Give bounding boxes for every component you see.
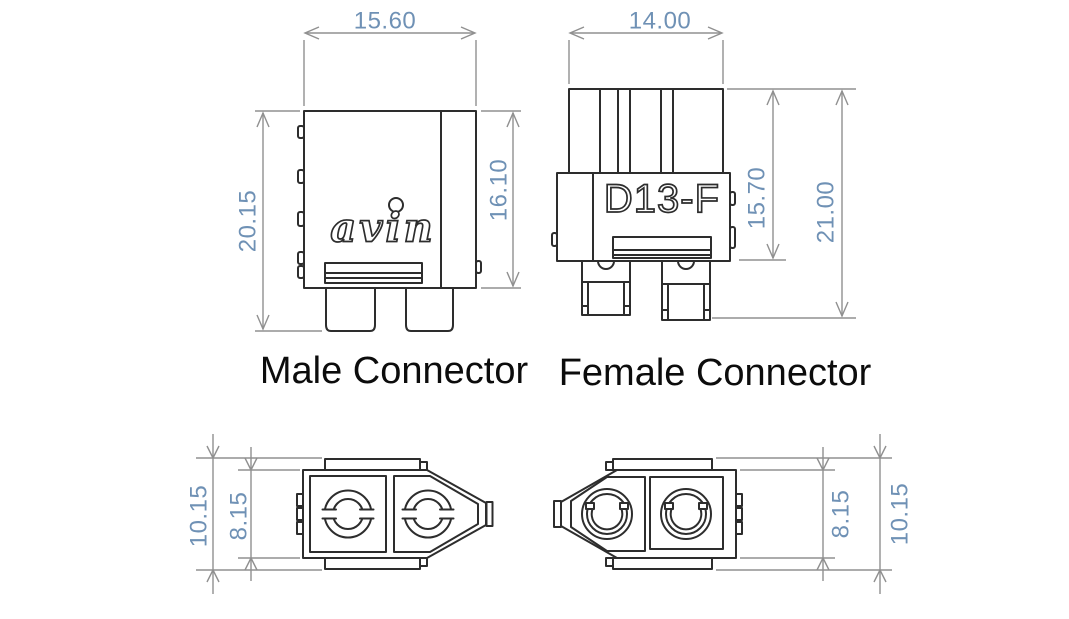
dim-female-height-body-value: 15.70 xyxy=(744,167,771,230)
male-front-body xyxy=(297,110,482,289)
dim-female-width-value: 14.00 xyxy=(629,8,692,35)
female-front-body xyxy=(551,172,736,262)
dim-female-width-lines xyxy=(568,26,724,84)
dim-female-bottom-overall-value: 10.15 xyxy=(887,483,914,546)
dim-male-height-body-lines xyxy=(481,110,521,289)
male-bottom-body xyxy=(296,458,494,570)
dim-male-bottom-body-lines xyxy=(238,447,300,581)
female-slot xyxy=(612,236,712,259)
female-front-view: 14.00 15.70 21.00 xyxy=(551,8,856,321)
dim-male-height-overall-value: 20.15 xyxy=(235,190,262,253)
dim-female-bottom-body-lines xyxy=(740,447,835,581)
female-front-pins xyxy=(581,260,711,321)
dim-female-bottom-body-value: 8.15 xyxy=(828,490,855,539)
dim-female-bottom-overall-lines xyxy=(716,434,892,594)
male-front-pins xyxy=(325,287,454,332)
avin-logo-text: avin xyxy=(330,205,435,252)
dim-male-width-lines xyxy=(303,26,477,106)
dim-female-height-overall-value: 21.00 xyxy=(813,181,840,244)
female-bottom-body xyxy=(553,458,743,570)
dim-male-height-body-value: 16.10 xyxy=(486,159,513,222)
male-pin-ring-right xyxy=(401,489,455,539)
dim-female-height-body-lines xyxy=(727,88,856,261)
avin-logo: avin xyxy=(329,197,435,252)
female-top-ribs xyxy=(568,88,724,174)
dim-male-height-overall-lines xyxy=(255,110,322,332)
dim-male-bottom-body-value: 8.15 xyxy=(226,492,253,541)
male-connector-label: Male Connector xyxy=(260,350,529,392)
avin-logo-dot xyxy=(388,197,404,213)
dim-male-width-value: 15.60 xyxy=(354,8,417,35)
dim-male-bottom-overall-lines xyxy=(196,434,322,594)
dim-female-height-overall-lines xyxy=(712,89,856,319)
male-pin-ring-left xyxy=(321,489,375,539)
part-marking-text: D13-F xyxy=(604,177,720,221)
male-bottom-view: 10.15 8.15 xyxy=(186,434,494,594)
male-front-view: 15.60 20.15 16.10 xyxy=(235,8,521,332)
female-bottom-view: 8.15 10.15 xyxy=(553,434,914,594)
female-socket-right xyxy=(660,488,712,540)
female-socket-left xyxy=(581,488,633,540)
female-connector-label: Female Connector xyxy=(559,352,872,394)
dim-male-bottom-overall-value: 10.15 xyxy=(186,485,213,548)
